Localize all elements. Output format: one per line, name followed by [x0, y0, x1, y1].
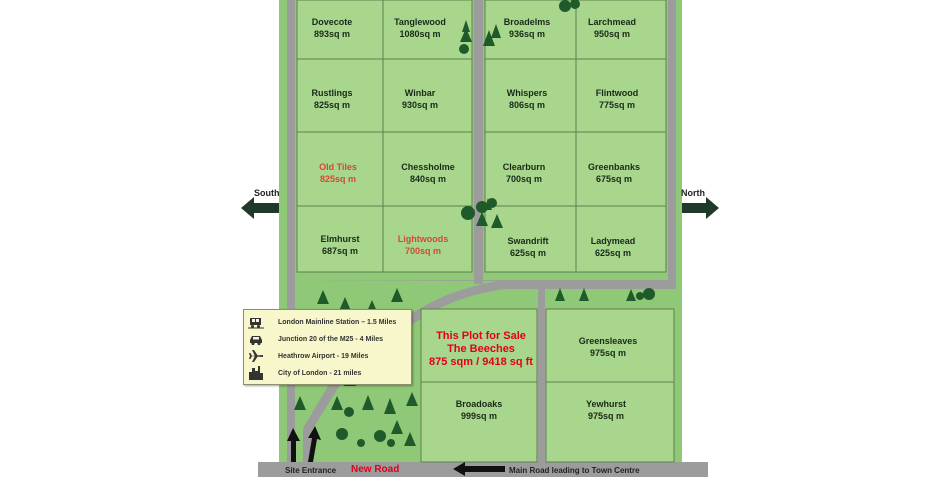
plot-size: 700sq m: [404, 246, 442, 256]
plot-size: 936sq m: [508, 29, 546, 39]
city-icon: [249, 366, 263, 380]
plot-name: Tanglewood: [394, 17, 446, 27]
sale-plot-size: 875 sqm / 9418 sq ft: [429, 356, 533, 368]
plot-size: 825sq m: [313, 100, 351, 110]
plot-name: Yewhurst: [585, 399, 627, 409]
plot-name: Dovecote: [311, 17, 353, 27]
tree-cluster-center: [461, 198, 503, 228]
legend-airport-text: Heathrow Airport - 19 Miles: [278, 352, 369, 360]
plot-size: 975sq m: [589, 348, 627, 358]
plot-size: 625sq m: [594, 248, 632, 258]
plot-name: Broadoaks: [455, 399, 503, 409]
plot-size: 1080sq m: [399, 29, 441, 39]
north-label: North: [681, 188, 705, 198]
road-right: [668, 0, 676, 284]
plot-size: 625sq m: [509, 248, 547, 258]
tree-cluster-top: [459, 0, 580, 54]
plot-size: 775sq m: [598, 100, 636, 110]
plot-name: Rustlings: [311, 88, 353, 98]
south-arrow-icon: [241, 197, 279, 219]
plot-size: 675sq m: [595, 174, 633, 184]
plot-name: Clearburn: [502, 162, 546, 172]
plot-size: 975sq m: [587, 411, 625, 421]
plot-name: Whispers: [506, 88, 548, 98]
new-road-label: New Road: [351, 464, 400, 475]
plot-name: Swandrift: [507, 236, 549, 246]
plot-name: Old Tiles: [319, 162, 357, 172]
plane-icon: [249, 350, 263, 362]
plot-size: 840sq m: [409, 174, 447, 184]
plot-size: 930sq m: [401, 100, 439, 110]
plot-name: Ladymead: [590, 236, 636, 246]
plot-size: 825sq m: [319, 174, 357, 184]
north-arrow-icon: [682, 197, 719, 219]
plot-name: Broadelms: [503, 17, 551, 27]
south-label: South: [254, 188, 280, 198]
legend-row-station: London Mainline Station – 1.5 Miles: [248, 315, 396, 329]
legend-station-text: London Mainline Station – 1.5 Miles: [278, 318, 397, 326]
main-road-label: Main Road leading to Town Centre: [509, 466, 640, 475]
sale-plot-heading: This Plot for Sale: [436, 330, 526, 342]
main-road-arrow-icon: [453, 462, 505, 476]
plot-name: Larchmead: [587, 17, 637, 27]
legend-motorway-text: Junction 20 of the M25 - 4 Miles: [278, 335, 384, 343]
road-left: [287, 0, 295, 462]
plot-name: Chessholme: [401, 162, 455, 172]
car-icon: [250, 336, 262, 346]
plot-size: 687sq m: [321, 246, 359, 256]
legend-row-city: City of London - 21 miles: [248, 366, 361, 380]
sale-plot-name: The Beeches: [447, 343, 515, 355]
plot-name: Flintwood: [595, 88, 639, 98]
plot-size: 700sq m: [505, 174, 543, 184]
plot-size: 999sq m: [460, 411, 498, 421]
site-entrance-label: Site Entrance: [285, 466, 337, 475]
legend-row-airport: Heathrow Airport - 19 Miles: [248, 349, 368, 363]
distances-legend: London Mainline Station – 1.5 Miles Junc…: [243, 309, 412, 385]
lower-plot-grid: [420, 308, 675, 463]
plot-size: 893sq m: [313, 29, 351, 39]
site-entrance-arrows-icon: [287, 426, 321, 462]
plot-size: 950sq m: [593, 29, 631, 39]
plot-name: Lightwoods: [397, 234, 449, 244]
train-icon: [248, 318, 264, 329]
legend-row-motorway: Junction 20 of the M25 - 4 Miles: [248, 332, 383, 346]
plot-name: Greensleaves: [578, 336, 638, 346]
road-branch: [538, 289, 545, 462]
plot-size: 806sq m: [508, 100, 546, 110]
upper-plot-grid: [296, 0, 667, 273]
tree-cluster-mid-right: [555, 288, 655, 301]
road-middle: [474, 0, 483, 284]
plot-name: Winbar: [404, 88, 436, 98]
plot-name: Elmhurst: [320, 234, 360, 244]
legend-city-text: City of London - 21 miles: [278, 369, 362, 377]
plot-name: Greenbanks: [587, 162, 641, 172]
